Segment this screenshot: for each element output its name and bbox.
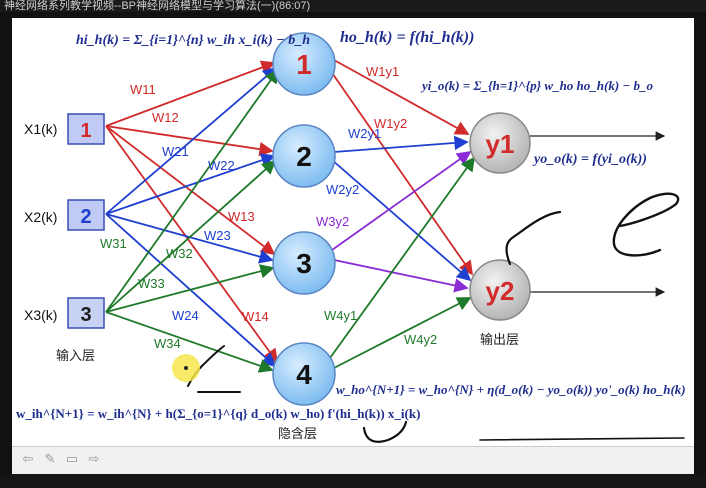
- next-icon[interactable]: ⇨: [88, 451, 100, 466]
- handwritten-long-line: [479, 437, 685, 441]
- input-node-3-num: 3: [80, 304, 91, 326]
- weight-w1y2: W1y2: [374, 116, 407, 131]
- formula-output-output: yo_o(k) = f(yi_o(k)): [532, 152, 647, 167]
- weight-w2y1: W2y1: [348, 126, 381, 141]
- input-node-1-num: 1: [80, 120, 91, 142]
- slide-canvas: X1(k) X2(k) X3(k) 1 2 3 输入层 1 2 3 4 隐含层 …: [12, 18, 694, 446]
- edge-h3-y1: [331, 150, 472, 251]
- weight-w34: W34: [154, 336, 181, 351]
- weight-w13: W13: [228, 209, 255, 224]
- weight-w4y1: W4y1: [324, 308, 357, 323]
- edge-x2-h1: [105, 66, 278, 215]
- weight-w3y2: W3y2: [316, 214, 349, 229]
- hidden-layer-label: 隐含层: [278, 426, 317, 442]
- formula-update-wih: w_ih^{N+1} = w_ih^{N} + h(Σ_{o=1}^{q} d_…: [16, 406, 420, 421]
- weight-w22: W22: [208, 158, 235, 173]
- window-title: 神经网络系列教学视频--BP神经网络模型与学习算法(一)(86:07): [0, 0, 706, 12]
- handwritten-u-mark: [362, 420, 408, 443]
- weight-w24: W24: [172, 308, 199, 323]
- weight-w31: W31: [100, 236, 127, 251]
- weight-w21: W21: [162, 144, 189, 159]
- hidden-node-3: [272, 231, 336, 295]
- edge-h1-y1: [333, 59, 470, 135]
- output-layer-label: 输出层: [480, 332, 519, 348]
- hidden-node-1: [272, 32, 336, 96]
- weight-w32: W32: [166, 246, 193, 261]
- weight-w11: W11: [130, 82, 156, 97]
- output-node-y1-label: y1: [486, 129, 515, 159]
- edge-h3-y2: [333, 259, 469, 293]
- cursor-dot: [184, 366, 188, 370]
- hidden-node-3-num: 3: [296, 248, 312, 279]
- weight-w12: W12: [152, 110, 179, 125]
- pen-icon[interactable]: ✎: [44, 451, 56, 466]
- input-label-x2: X2(k): [24, 209, 57, 225]
- slides-icon[interactable]: ▭: [65, 451, 79, 466]
- weight-w4y2: W4y2: [404, 332, 437, 347]
- input-node-2-num: 2: [80, 206, 91, 228]
- formula-hidden-output: ho_h(k) = f(hi_h(k)): [340, 29, 474, 46]
- output-node-y2-label: y2: [486, 276, 515, 306]
- formula-update-who: w_ho^{N+1} = w_ho^{N} + η(d_o(k) − yo_o(…: [336, 382, 686, 397]
- edge-x1-h1: [105, 60, 276, 127]
- weight-w2y2: W2y2: [326, 182, 359, 197]
- input-label-x3: X3(k): [24, 307, 57, 323]
- handwritten-e-stroke: [612, 192, 680, 257]
- handwritten-mark-y2: [505, 210, 562, 266]
- edge-x2-h2: [105, 153, 276, 215]
- hidden-node-1-num: 1: [296, 49, 312, 80]
- formula-hidden-input: hi_h(k) = Σ_{i=1}^{n} w_ih x_i(k) − b_h: [76, 33, 310, 48]
- input-node-1: [67, 113, 105, 145]
- output-node-y2: [469, 259, 531, 321]
- edge-x1-h2: [105, 125, 274, 157]
- network-diagram: X1(k) X2(k) X3(k) 1 2 3 输入层 1 2 3 4 隐含层 …: [16, 29, 686, 443]
- edge-h2-y1: [333, 135, 469, 153]
- hidden-node-4: [272, 342, 336, 406]
- video-bottom-bar: [0, 474, 706, 488]
- formula-output-input: yi_o(k) = Σ_{h=1}^{p} w_ho ho_h(k) − b_o: [420, 78, 654, 93]
- weight-w23: W23: [204, 228, 231, 243]
- hidden-node-2: [272, 124, 336, 188]
- slideshow-toolbar: ⇦ ✎ ▭ ⇨: [12, 446, 694, 475]
- edge-x3-h2: [105, 159, 277, 313]
- prev-icon[interactable]: ⇦: [22, 451, 34, 466]
- weight-w1y1: W1y1: [366, 64, 399, 79]
- output-node-y1: [469, 112, 531, 174]
- input-layer-label: 输入层: [56, 348, 95, 364]
- edge-x3-h1: [105, 68, 280, 313]
- input-node-2: [67, 199, 105, 231]
- edge-h4-y1: [329, 156, 476, 359]
- edge-x1-h3: [105, 125, 276, 256]
- edge-h1-y2: [329, 69, 474, 276]
- hidden-node-2-num: 2: [296, 141, 312, 172]
- hidden-node-4-num: 4: [296, 359, 312, 390]
- edge-x3-h3: [105, 264, 275, 313]
- weight-w33: W33: [138, 276, 165, 291]
- edge-x1-h4: [105, 125, 279, 364]
- edge-h4-y2: [333, 297, 472, 369]
- weight-w14: W14: [242, 309, 269, 324]
- edge-x3-h4: [105, 311, 274, 373]
- edge-h2-y2: [331, 159, 472, 282]
- input-label-x1: X1(k): [24, 121, 57, 137]
- input-node-3: [67, 297, 105, 329]
